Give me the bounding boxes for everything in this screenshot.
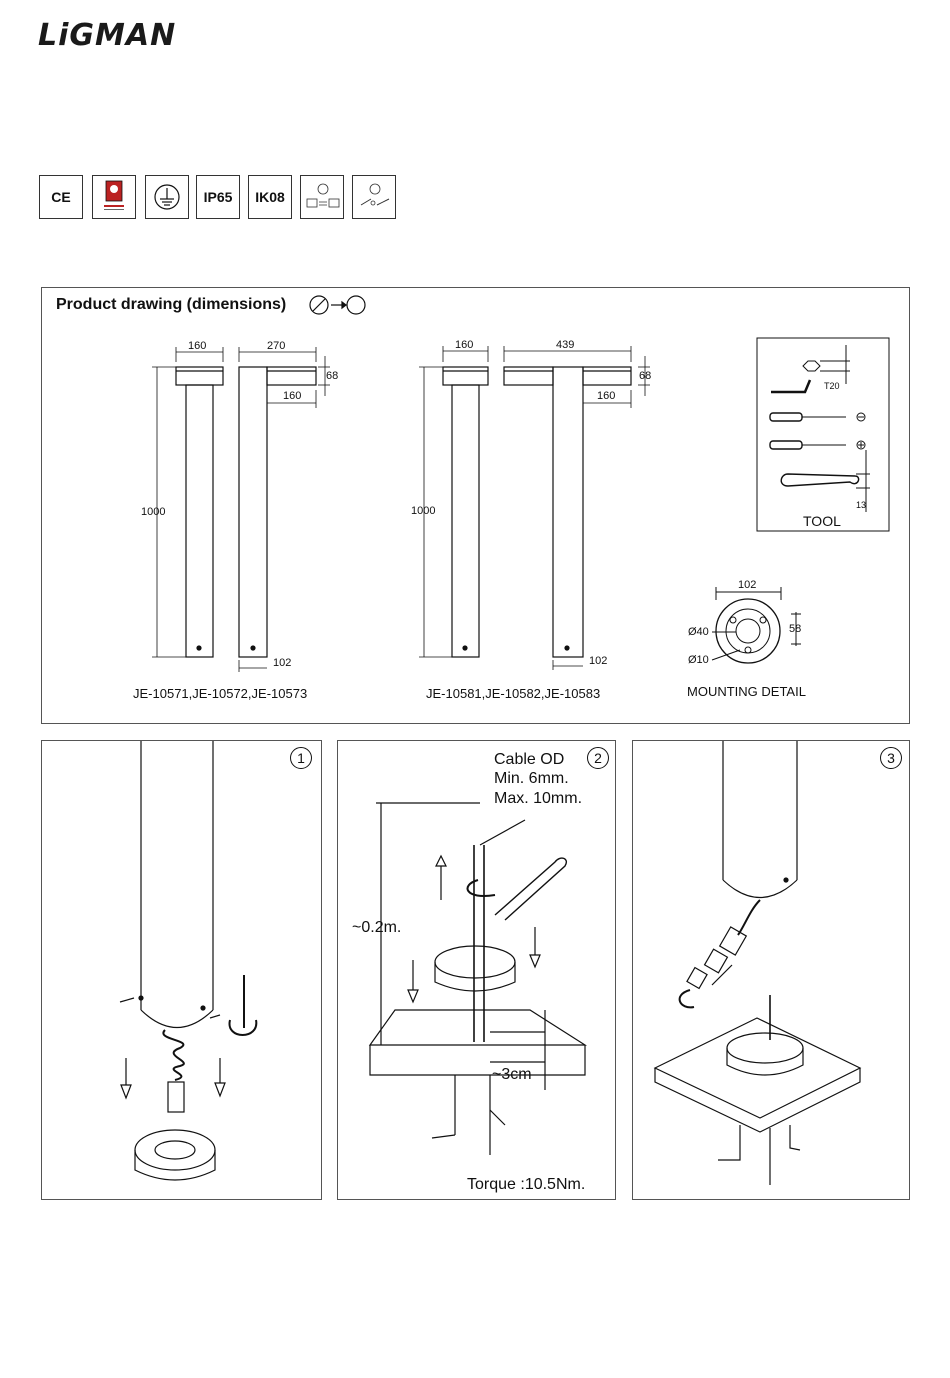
cable-od-max: Max. 10mm.	[494, 790, 582, 808]
model-a-height: 1000	[141, 506, 165, 518]
mounting-detail-drawing	[712, 587, 801, 663]
step-1-number: 1	[290, 747, 312, 769]
mounting-height: 58	[789, 623, 801, 635]
step-2-panel	[337, 740, 616, 1200]
model-a-dimension-lines	[152, 347, 330, 672]
model-a-arm: 160	[283, 390, 301, 402]
mounting-label: MOUNTING DETAIL	[687, 684, 806, 699]
model-a-front-view	[176, 367, 223, 657]
tool-hex-size: T20	[824, 381, 840, 391]
model-b-side-view	[504, 367, 631, 657]
step-1-panel	[41, 740, 322, 1200]
model-b-front-view	[443, 367, 488, 657]
model-b-base: 102	[589, 655, 607, 667]
model-a-width-top: 160	[188, 340, 206, 352]
screwdriver-to-lamp-icon	[310, 296, 365, 314]
mounting-outer-diameter: Ø40	[688, 626, 709, 638]
model-b-width-side: 439	[556, 339, 574, 351]
model-b-height: 1000	[411, 505, 435, 517]
height-note: ~0.2m.	[352, 919, 401, 937]
mounting-inner-diameter: Ø10	[688, 654, 709, 666]
tool-box	[757, 338, 889, 531]
model-a-base: 102	[273, 657, 291, 669]
model-b-arm: 160	[597, 390, 615, 402]
model-a-height-head: 68	[326, 370, 338, 382]
step-3-number: 3	[880, 747, 902, 769]
cable-od-min: Min. 6mm.	[494, 770, 569, 788]
tool-label: TOOL	[803, 513, 841, 529]
model-b-caption: JE-10581,JE-10582,JE-10583	[426, 686, 600, 701]
model-a-width-side: 270	[267, 340, 285, 352]
depth-note: ~3cm	[492, 1066, 532, 1084]
torque-note: Torque :10.5Nm.	[467, 1176, 585, 1194]
tool-wrench-size: 13	[856, 500, 866, 510]
step-3-panel	[632, 740, 910, 1200]
step-2-number: 2	[587, 747, 609, 769]
cable-od-title: Cable OD	[494, 751, 564, 769]
model-a-side-view	[239, 367, 316, 657]
mounting-width: 102	[738, 579, 756, 591]
model-a-caption: JE-10571,JE-10572,JE-10573	[133, 686, 307, 701]
model-b-width-top: 160	[455, 339, 473, 351]
model-b-height-head: 68	[639, 370, 651, 382]
